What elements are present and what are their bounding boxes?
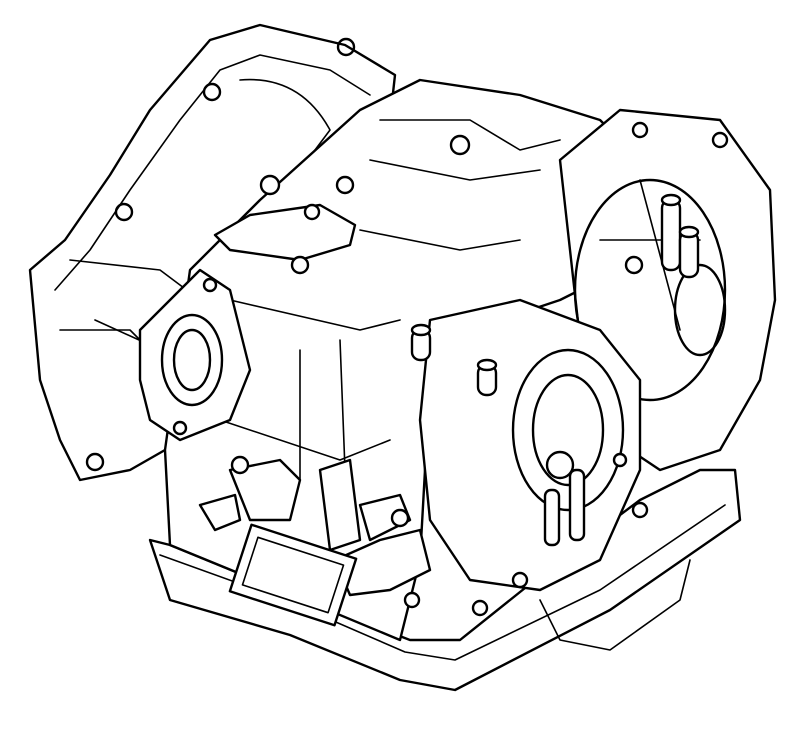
valve-body — [198, 452, 649, 627]
bolt-hole — [172, 420, 188, 436]
pipe — [568, 468, 586, 542]
bolt-hole — [202, 277, 218, 293]
bolt-hole — [631, 121, 649, 139]
shift-lever — [213, 134, 471, 275]
pipes — [410, 193, 700, 397]
bolt — [290, 255, 310, 275]
pump-cover — [418, 298, 642, 592]
nameplate — [228, 523, 358, 627]
bolt-hole — [114, 202, 134, 222]
bolt-hole — [85, 452, 105, 472]
pipe — [543, 488, 561, 547]
bolt-hole — [202, 82, 222, 102]
bolt — [259, 174, 281, 196]
ball-joint — [303, 203, 321, 221]
bolt-hole — [711, 131, 729, 149]
bolt — [335, 175, 355, 195]
side-flange — [138, 268, 252, 442]
bolt-hole — [336, 37, 356, 57]
gear — [545, 450, 575, 480]
bolt — [449, 134, 471, 156]
bolt-hole — [624, 255, 644, 275]
